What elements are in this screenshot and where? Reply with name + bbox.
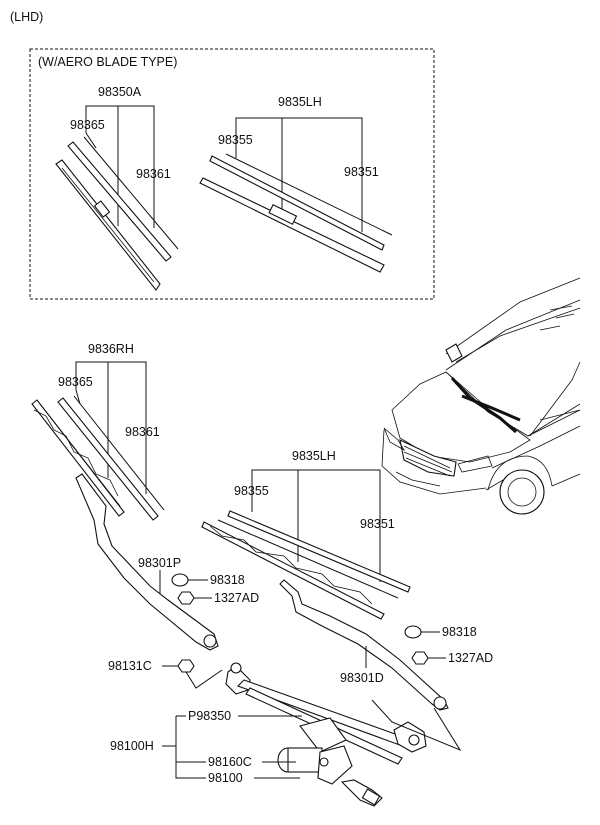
inset-lh-blade-clip <box>268 203 298 225</box>
inset-lh-aero-blade-body <box>199 177 385 273</box>
label-98100: 98100 <box>208 771 243 785</box>
car-wiper-right <box>461 394 521 422</box>
pivot-nut-98131C <box>177 659 195 673</box>
label-main-9835LH: 9835LH <box>292 449 336 463</box>
leader-right-pivot-triangle <box>371 699 462 752</box>
inset-rh-blade-group: 98350A 98365 98361 <box>55 85 179 291</box>
main-lh-blade-group: 9835LH 98355 98351 <box>201 449 411 620</box>
right-pivot-shaft <box>408 734 420 746</box>
main-rubber-strip-98365 <box>57 397 159 521</box>
motor-connector <box>361 788 381 806</box>
main-lh-blade-rubber <box>201 521 385 620</box>
inset-blade-inner-line <box>61 167 155 283</box>
label-inset-98361: 98361 <box>136 167 171 181</box>
rh-wiper-arm-98301P: 98301P 98318 1327AD <box>75 473 259 651</box>
motor-crank-shaft <box>319 757 329 767</box>
main-rh-blade-rubber <box>31 399 125 517</box>
rh-pivot-cap-98318 <box>171 573 189 587</box>
leader-main-9835LH-bracket <box>251 469 381 582</box>
rh-arm-nut-1327AD <box>177 591 195 605</box>
car-front-bumper <box>381 429 487 495</box>
label-main-98361: 98361 <box>125 425 160 439</box>
car-wheel-arch <box>487 455 553 491</box>
label-1327AD-left: 1327AD <box>214 591 259 605</box>
inset-title: (W/AERO BLADE TYPE) <box>38 55 177 69</box>
label-98350A: 98350A <box>98 85 142 99</box>
car-door-line <box>539 409 581 421</box>
label-inset-98355: 98355 <box>218 133 253 147</box>
car-rocker <box>551 473 581 487</box>
label-98100H: 98100H <box>110 739 154 753</box>
corner-label: (LHD) <box>10 10 43 24</box>
label-98318-right: 98318 <box>442 625 477 639</box>
aero-blade-inset-box <box>29 48 435 300</box>
label-main-98351: 98351 <box>360 517 395 531</box>
left-pivot-shaft <box>230 662 242 674</box>
car-front-wheel <box>499 469 545 515</box>
wiper-linkage-assembly: 98131C P98350 98100H 98160C 98100 <box>108 659 462 807</box>
car-side-mirror <box>445 343 463 363</box>
wiper-motor-gearbox <box>317 745 353 785</box>
car-windshield-top <box>455 307 581 363</box>
inset-spring-rod-98351 <box>225 153 393 236</box>
car-bumper-lower <box>395 471 441 487</box>
leader-main-98365 <box>75 389 81 405</box>
lh-arm-body <box>279 579 449 711</box>
main-spring-rod-98361 <box>73 395 165 511</box>
label-98160C: 98160C <box>208 755 252 769</box>
car-grille-slats <box>403 445 453 477</box>
car-roof-rails <box>539 305 575 331</box>
car-roof-edge <box>445 299 581 371</box>
car-windshield-bottom <box>445 371 581 437</box>
inset-rubber-strip-98365 <box>67 141 172 262</box>
car-roofline <box>445 277 581 355</box>
label-main-98365: 98365 <box>58 375 93 389</box>
lh-arm-nut-1327AD <box>411 651 429 665</box>
label-9836RH: 9836RH <box>88 342 134 356</box>
motor-crank-bracket <box>299 717 347 753</box>
main-rh-blade-frame <box>33 409 119 497</box>
car-grille <box>399 439 457 477</box>
main-rubber-strip-98355 <box>227 510 411 593</box>
lh-wiper-arm-98301D: 98301D 98318 1327AD <box>279 579 493 711</box>
inset-spring-rod-98361 <box>83 136 179 250</box>
label-1327AD-right: 1327AD <box>448 651 493 665</box>
vehicle-front-illustration <box>381 277 581 515</box>
label-98301D: 98301D <box>340 671 384 685</box>
label-P98350: P98350 <box>188 709 231 723</box>
label-98131C: 98131C <box>108 659 152 673</box>
lh-arm-pivot <box>433 696 447 710</box>
car-a-pillar <box>529 361 581 437</box>
label-inset-9835LH: 9835LH <box>278 95 322 109</box>
inset-lh-blade-group: 9835LH 98355 98351 <box>199 95 393 273</box>
label-inset-98351: 98351 <box>344 165 379 179</box>
leader-98350A-bracket <box>85 105 155 228</box>
main-lh-blade-frame <box>209 525 373 605</box>
main-rh-blade-group: 9836RH 98365 98361 <box>31 342 165 521</box>
inset-blade-clip <box>93 200 111 218</box>
car-wiper-left <box>450 376 517 434</box>
leader-98100H-bracket <box>175 716 206 779</box>
wiper-motor-body <box>287 747 323 773</box>
car-headlight-right <box>457 455 493 473</box>
car-headlight-left <box>383 427 406 452</box>
main-rh-blade-frame-top <box>39 403 121 507</box>
leader-9836RH-bracket <box>75 361 147 494</box>
label-98301P: 98301P <box>138 556 181 570</box>
main-spring-rod-98351 <box>217 519 399 599</box>
label-98318-left: 98318 <box>210 573 245 587</box>
leader-inset-9835LH-bracket <box>235 117 363 232</box>
leader-98131C-to-pivot <box>185 669 223 689</box>
lh-pivot-cap-98318 <box>404 625 422 639</box>
inset-rubber-strip-98355 <box>209 155 385 251</box>
label-main-98355: 98355 <box>234 484 269 498</box>
car-wheel-hub <box>507 477 537 507</box>
label-inset-98365: 98365 <box>70 118 105 132</box>
rh-arm-pivot <box>203 634 217 648</box>
leader-inset-98365 <box>85 132 97 149</box>
